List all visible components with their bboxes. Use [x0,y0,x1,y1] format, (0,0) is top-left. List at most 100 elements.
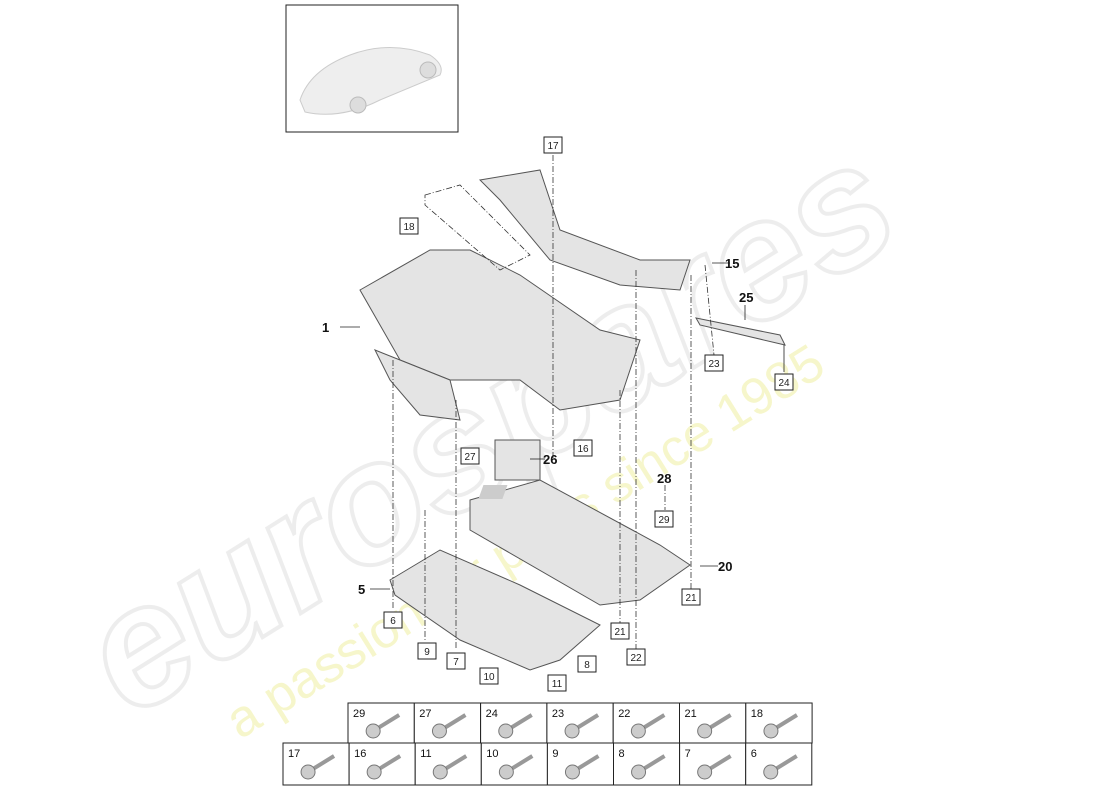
callout-box [704,354,724,372]
callout-number: 10 [483,672,495,683]
fastener-icon [564,754,600,780]
cell-border [413,702,482,744]
callout-box [479,667,499,685]
parts-table-cell-11[interactable]: 11 [414,742,482,786]
callout-9[interactable]: 9 [417,642,437,660]
callout-22[interactable]: 22 [626,648,646,666]
parts-table-cell-29[interactable]: 29 [347,702,415,744]
fastener-icon [431,713,467,739]
parts-table-cell-16[interactable]: 16 [348,742,416,786]
callout-10[interactable]: 10 [479,667,499,685]
callout-box [543,136,563,154]
callout-number: 11 [552,679,563,690]
cell-part-number: 16 [354,748,366,760]
parts-table-cell-27[interactable]: 27 [413,702,482,744]
callout-number: 8 [584,660,590,671]
parts-table-cell-6[interactable]: 6 [745,742,813,786]
cell-part-number: 24 [486,708,498,720]
callout-number: 18 [403,222,415,233]
callout-number: 16 [577,444,589,455]
cell-border [480,702,548,744]
fastener-icon [697,713,732,739]
part-label-28[interactable]: 28 [657,471,671,486]
part-label-5[interactable]: 5 [358,582,365,597]
callout-29[interactable]: 29 [654,510,674,528]
callout-8[interactable]: 8 [577,655,597,673]
callout-number: 24 [778,378,790,389]
underbody-panel [389,317,786,671]
cell-border [546,702,614,744]
cell-part-number: 21 [685,708,697,720]
leader-lines [340,155,785,650]
callout-21[interactable]: 21 [610,622,630,640]
parts-table-cell-21[interactable]: 21 [679,702,747,744]
part-label-1[interactable]: 1 [322,320,329,335]
callout-box [626,648,646,666]
callout-number: 17 [547,141,559,152]
callout-box [399,217,419,235]
cell-border [745,702,813,744]
cell-part-number: 17 [288,748,300,760]
parts-table-cell-18[interactable]: 18 [745,702,813,744]
cell-part-number: 22 [618,708,630,720]
callout-16[interactable]: 16 [573,439,593,457]
parts-table-cell-8[interactable]: 8 [613,742,681,786]
callout-6[interactable]: 6 [383,611,403,629]
cell-border [613,742,681,786]
parts-table-cell-24[interactable]: 24 [480,702,548,744]
callout-box [573,439,593,457]
cell-part-number: 6 [751,748,757,760]
parts-table-cell-9[interactable]: 9 [546,742,615,786]
cell-border [480,742,548,786]
cell-part-number: 18 [751,708,763,720]
callout-number: 21 [685,593,697,604]
cell-border [282,742,350,786]
fastener-icon [300,754,336,780]
cell-part-number: 8 [619,748,625,760]
part-label-26[interactable]: 26 [543,452,557,467]
fastener-icon [630,713,666,739]
callout-7[interactable]: 7 [446,652,466,670]
callout-box [446,652,466,670]
fastener-icon [366,754,402,780]
part-label-15[interactable]: 15 [725,256,739,271]
part-label-20[interactable]: 20 [718,559,732,574]
fastener-icon [365,713,401,739]
cell-border [745,742,813,786]
callout-11[interactable]: 11 [547,674,567,692]
callout-18[interactable]: 18 [399,217,419,235]
cell-border [348,742,416,786]
callout-box [610,622,630,640]
callout-box [774,373,794,391]
cell-part-number: 9 [552,748,558,760]
cell-part-number: 11 [420,748,431,760]
callout-24[interactable]: 24 [774,373,794,391]
callout-number: 21 [614,627,626,638]
callout-box [547,674,567,692]
callout-21[interactable]: 21 [681,588,701,606]
fastener-icon [763,754,798,780]
callout-17[interactable]: 17 [543,136,563,154]
part-label-25[interactable]: 25 [739,290,753,305]
callout-number: 23 [708,359,720,370]
cell-border [679,742,747,786]
callout-27[interactable]: 27 [460,447,480,465]
callout-box [577,655,597,673]
parts-table-cell-7[interactable]: 7 [679,742,747,786]
parts-table-cell-23[interactable]: 23 [546,702,614,744]
cell-part-number: 7 [685,748,691,760]
callout-23[interactable]: 23 [704,354,724,372]
parts-table-cell-10[interactable]: 10 [480,742,548,786]
parts-table-cell-17[interactable]: 17 [282,742,350,786]
fastener-icon [564,713,600,739]
cell-part-number: 10 [486,748,498,760]
fastener-icon [432,754,468,780]
callout-number: 27 [464,452,476,463]
parts-table-cell-22[interactable]: 22 [612,702,681,744]
callout-number: 29 [658,515,670,526]
callout-box [417,642,437,660]
callout-box [654,510,674,528]
